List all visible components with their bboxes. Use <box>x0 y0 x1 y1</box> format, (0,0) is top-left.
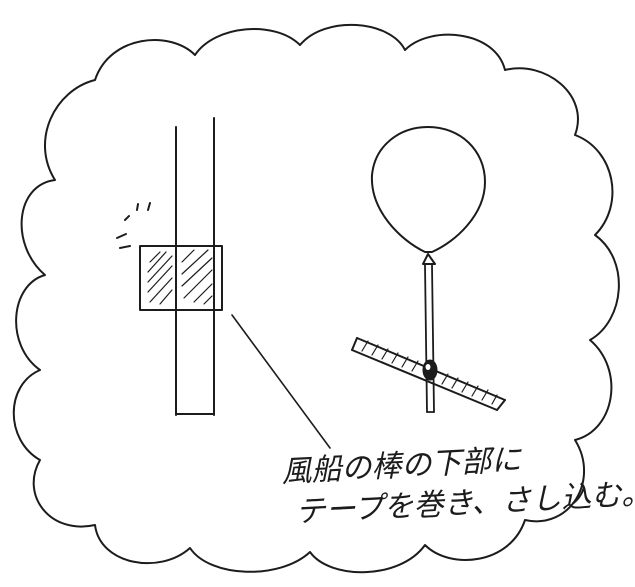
balloon-assembly <box>351 126 506 413</box>
stick-with-tape <box>116 117 223 416</box>
balloon-stick-left <box>424 264 428 413</box>
tape-hatching-left <box>147 251 173 305</box>
holder-bar <box>351 337 506 411</box>
balloon <box>370 126 486 253</box>
caption-line-1: 風船の棒の下部に <box>281 442 524 490</box>
balloon-knot <box>422 253 436 265</box>
tape-hatching-right <box>181 249 213 305</box>
balloon-stick-right <box>431 264 435 413</box>
stick-joint <box>422 359 438 381</box>
motion-marks <box>116 202 151 249</box>
pointer-line <box>231 314 331 449</box>
tape-rectangle <box>139 245 223 311</box>
cloud-outline <box>12 24 620 574</box>
